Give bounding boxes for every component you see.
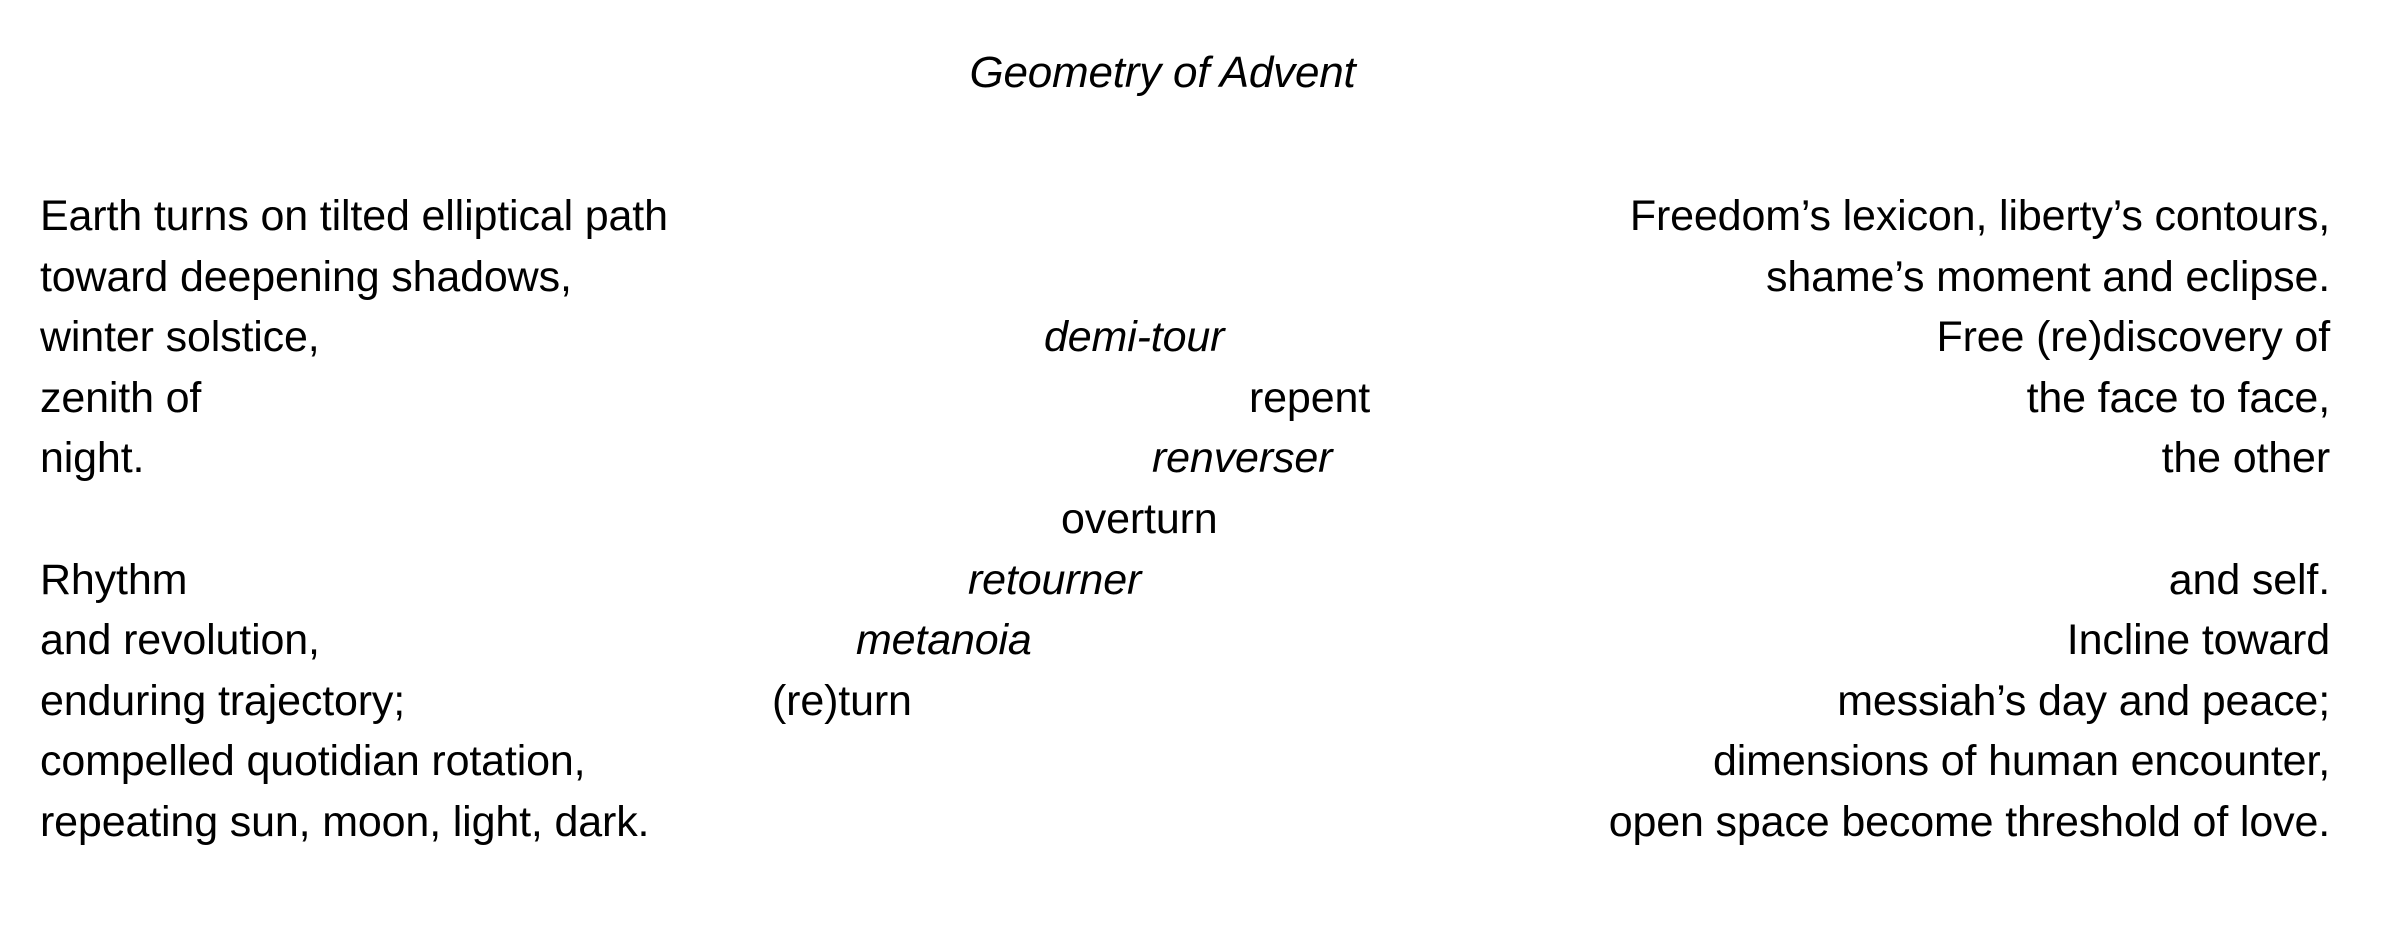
poem-line-left: zenith of — [40, 373, 202, 422]
poem-line-right: Free (re)discovery of — [1936, 313, 2330, 362]
poem-word-retourner: retourner — [968, 555, 1142, 604]
poem-word-demi-tour: demi-tour — [1044, 313, 1225, 362]
poem-row: enduring trajectory; (re)turn messiah’s … — [0, 671, 2388, 732]
poem-row: and revolution, metanoia Incline toward — [0, 610, 2388, 671]
poem-line-right: Freedom’s lexicon, liberty’s contours, — [1629, 192, 2330, 240]
poem-line-left: enduring trajectory; — [40, 676, 406, 725]
poem-row: compelled quotidian rotation, dimensions… — [0, 731, 2388, 792]
poem-line-right: shame’s moment and eclipse. — [1766, 252, 2330, 301]
poem-body: Earth turns on tilted elliptical path Fr… — [0, 186, 2388, 853]
poem-line-left: Rhythm — [40, 555, 188, 604]
poem-row: night. renverser the other — [0, 428, 2388, 489]
poem-row: overturn — [0, 489, 2388, 550]
poem-word-renverser: renverser — [1152, 434, 1333, 483]
poem-row: repeating sun, moon, light, dark. open s… — [0, 792, 2388, 853]
poem-row: Rhythm retourner and self. — [0, 550, 2388, 611]
poem-line-right: open space become threshold of love. — [1608, 797, 2330, 846]
poem-row: toward deepening shadows, shame’s moment… — [0, 247, 2388, 308]
poem-row: Earth turns on tilted elliptical path Fr… — [0, 186, 2388, 247]
poem-line-right: the other — [2161, 434, 2331, 483]
poem-line-left: Earth turns on tilted elliptical path — [40, 192, 668, 240]
poem-row: zenith of repent the face to face, — [0, 368, 2388, 429]
poem-line-left: and revolution, — [40, 616, 320, 665]
poem-line-right: and self. — [2168, 555, 2330, 604]
poem-line-right: Incline toward — [2066, 616, 2330, 665]
poem-line-left: night. — [40, 434, 145, 483]
poem-line-left: repeating sun, moon, light, dark. — [40, 797, 650, 846]
page-title: Geometry of Advent — [969, 48, 1356, 97]
poem-word-return: (re)turn — [772, 676, 912, 725]
poem-line-right: dimensions of human encounter, — [1712, 737, 2330, 786]
poem-line-left: toward deepening shadows, — [40, 252, 572, 301]
poem-word-metanoia: metanoia — [856, 616, 1032, 665]
poem-line-right: messiah’s day and peace; — [1837, 676, 2330, 725]
poem-line-left: compelled quotidian rotation, — [40, 737, 586, 786]
poem-row: winter solstice, demi-tour Free (re)disc… — [0, 307, 2388, 368]
poem-word-overturn: overturn — [1061, 494, 1218, 543]
poem-line-right: the face to face, — [2026, 373, 2331, 422]
poem-word-repent: repent — [1249, 373, 1371, 422]
poem-line-left: winter solstice, — [40, 313, 320, 362]
